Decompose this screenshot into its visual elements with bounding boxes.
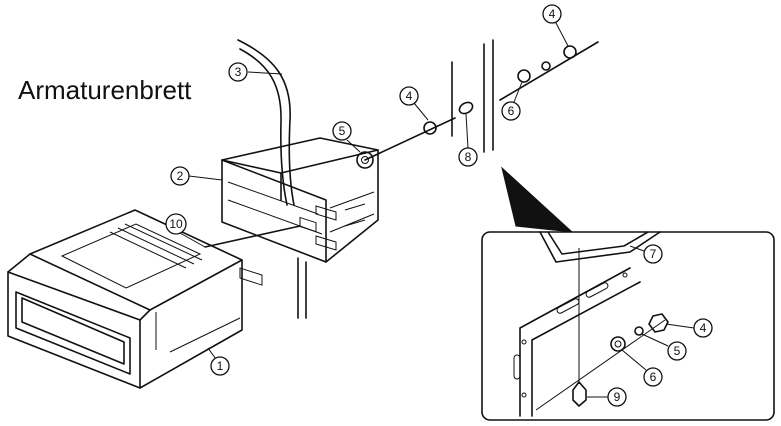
nut-4 (423, 121, 437, 135)
callout-8: 8 (458, 113, 478, 167)
svg-text:7: 7 (650, 247, 657, 261)
insertion-arrow-line (204, 225, 301, 248)
callout-5a: 5 (332, 121, 361, 153)
svg-text:9: 9 (614, 390, 621, 404)
svg-text:6: 6 (508, 104, 515, 118)
svg-text:5: 5 (674, 344, 681, 358)
callout-1: 1 (207, 347, 230, 376)
svg-text:6: 6 (650, 370, 657, 384)
detail-pointer-arrow (501, 166, 574, 233)
washer-6-detail (610, 336, 626, 352)
washer-6 (517, 69, 531, 83)
detail-inset (481, 231, 775, 421)
washer-5 (356, 151, 374, 169)
callout-4c: 4 (665, 318, 713, 338)
callout-7: 7 (629, 244, 663, 264)
callout-2: 2 (170, 166, 223, 186)
nut-4-rear (563, 45, 577, 59)
hole-plate-8 (458, 101, 474, 115)
washer-5-rear (541, 61, 551, 71)
svg-text:8: 8 (465, 150, 472, 164)
dashboard-label: Armaturenbrett (18, 75, 192, 105)
svg-text:5: 5 (339, 124, 346, 138)
svg-text:3: 3 (235, 65, 242, 79)
svg-text:4: 4 (406, 89, 413, 103)
callout-6b: 6 (621, 349, 663, 387)
svg-text:1: 1 (217, 359, 224, 373)
callout-5b: 5 (641, 333, 687, 361)
radio-unit (7, 209, 243, 389)
threaded-rod (356, 117, 456, 169)
callout-10: 10 (165, 213, 187, 235)
washer-5-detail (634, 326, 644, 336)
callout-9: 9 (587, 387, 627, 407)
svg-text:4: 4 (549, 7, 556, 21)
callout-4b: 4 (542, 4, 569, 47)
nut-4-detail (648, 313, 669, 333)
callout-4a: 4 (399, 86, 429, 121)
cable-wire (237, 39, 295, 206)
leader-line-10 (179, 232, 206, 248)
callout-3: 3 (228, 62, 283, 82)
rear-bolt (499, 41, 599, 101)
svg-text:4: 4 (700, 321, 707, 335)
svg-text:10: 10 (169, 217, 183, 231)
callout-6a: 6 (501, 81, 523, 121)
sleeve-support-lines (297, 257, 307, 319)
mounting-sleeve (221, 137, 379, 286)
dashboard-bracket-plate (451, 39, 494, 153)
svg-text:2: 2 (177, 169, 184, 183)
